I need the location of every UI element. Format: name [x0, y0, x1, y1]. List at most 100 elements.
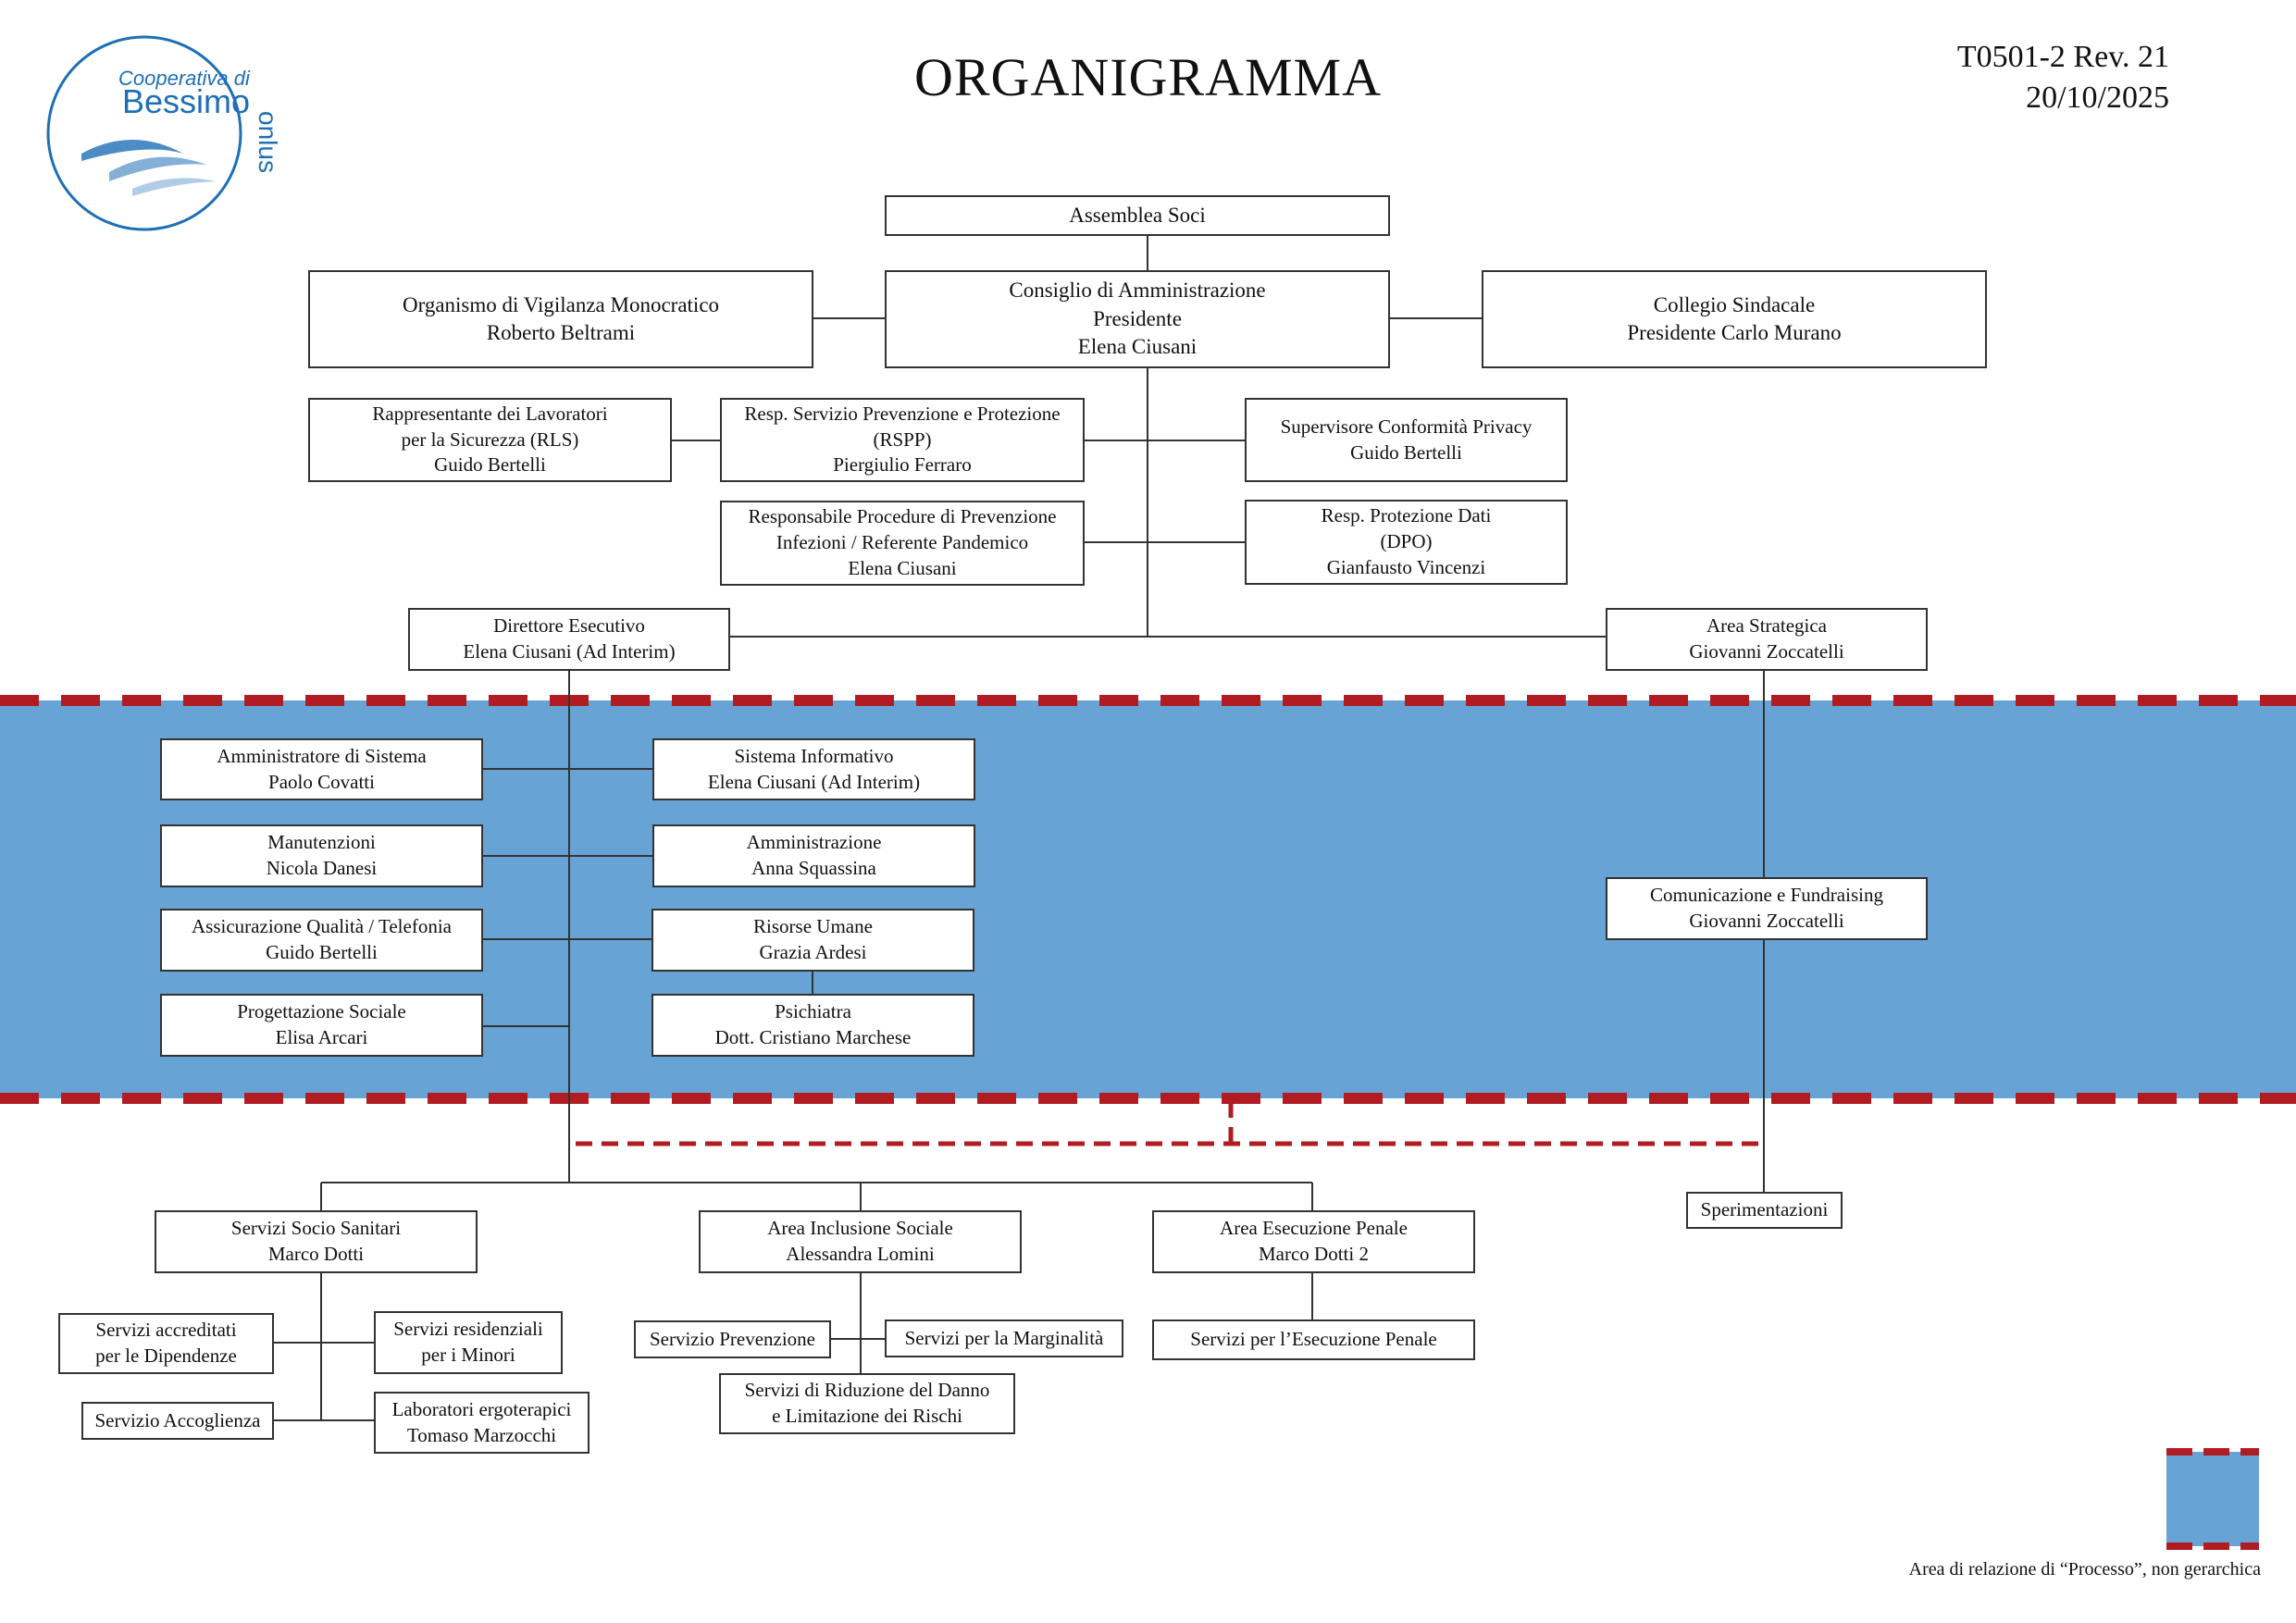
node-text-line: Grazia Ardesi: [759, 941, 867, 963]
node-text-line: Responsabile Procedure di Prevenzione: [748, 505, 1057, 528]
node-text-line: Resp. Servizio Prevenzione e Protezione: [744, 402, 1061, 425]
node-text-line: per le Dipendenze: [95, 1344, 237, 1367]
node-text-line: Giovanni Zoccatelli: [1689, 640, 1844, 663]
node-text-line: Servizi di Riduzione del Danno: [744, 1379, 990, 1402]
node-text-line: Dott. Cristiano Marchese: [714, 1026, 912, 1048]
node-servizi-esecuzione-penale: Servizi per l’Esecuzione Penale: [1152, 1319, 1475, 1360]
node-text-line: per i Minori: [421, 1344, 515, 1366]
node-text-line: e Limitazione dei Rischi: [772, 1405, 962, 1427]
node-text-line: Psichiatra: [775, 1000, 851, 1023]
node-text-line: Laboratori ergoterapici: [391, 1397, 572, 1420]
node-text-line: Alessandra Lomini: [786, 1243, 935, 1265]
node-text-line: Guido Bertelli: [434, 453, 546, 477]
node-text-line: Assemblea Soci: [1069, 203, 1206, 227]
node-text-line: Presidente Carlo Murano: [1627, 321, 1842, 344]
node-text-line: Elena Ciusani (Ad Interim): [463, 640, 676, 663]
node-rspp: Resp. Servizio Prevenzione e Protezione(…: [720, 398, 1085, 482]
node-text-line: Servizio Prevenzione: [649, 1327, 816, 1350]
node-text-line: Assicurazione Qualità / Telefonia: [192, 915, 452, 938]
page-title: ORGANIGRAMMA: [913, 47, 1383, 107]
logo-text-line3: onlus: [254, 111, 282, 173]
node-text-line: Supervisore Conformità Privacy: [1280, 415, 1533, 438]
node-sperimentazioni: Sperimentazioni: [1686, 1192, 1843, 1229]
node-text-line: Servizi per la Marginalità: [904, 1326, 1104, 1349]
node-text-line: Gianfausto Vincenzi: [1326, 555, 1486, 578]
node-text-line: Direttore Esecutivo: [493, 614, 645, 638]
node-text-line: Amministratore di Sistema: [217, 744, 427, 767]
node-text-line: Rappresentante dei Lavoratori: [372, 402, 608, 425]
node-text-line: Piergiulio Ferraro: [833, 453, 972, 477]
node-text-line: Elena Ciusani: [848, 556, 957, 579]
node-text-line: Sperimentazioni: [1700, 1198, 1829, 1221]
node-servizi-marginalita: Servizi per la Marginalità: [885, 1319, 1123, 1357]
node-text-line: Roberto Beltrami: [486, 321, 636, 344]
node-dpo: Resp. Protezione Dati (DPO)Gianfausto Vin…: [1245, 500, 1568, 585]
node-text-line: Resp. Protezione Dati: [1321, 504, 1492, 527]
cooperativa-logo: Cooperativa di Bessimo onlus: [46, 35, 282, 231]
legend-label: Area di relazione di “Processo”, non ger…: [1908, 1559, 2261, 1580]
legend-swatch: [2166, 1452, 2259, 1546]
node-text-line: Manutenzioni: [267, 831, 376, 854]
node-text-line: Anna Squassina: [751, 857, 876, 879]
node-servizio-accoglienza: Servizio Accoglienza: [81, 1402, 274, 1440]
node-text-line: Giovanni Zoccatelli: [1689, 910, 1844, 932]
node-text-line: Sistema Informativo: [734, 744, 894, 767]
node-text-line: Presidente: [1093, 306, 1182, 330]
node-text-line: Area Inclusione Sociale: [767, 1217, 953, 1240]
document-date: 20/10/2025: [2026, 81, 2169, 116]
node-text-line: Paolo Covatti: [268, 770, 375, 793]
node-servizio-prevenzione: Servizio Prevenzione: [634, 1320, 831, 1358]
node-text-line: Progettazione Sociale: [237, 1000, 406, 1023]
node-servizi-riduzione-danno: Servizi di Riduzione del Danno e Limitazi…: [719, 1373, 1015, 1434]
document-code: T0501-2 Rev. 21: [1956, 40, 2169, 74]
node-text-line: Marco Dotti: [267, 1243, 365, 1265]
node-text-line: Servizi Socio Sanitari: [230, 1217, 402, 1240]
node-text-line: Servizi residenziali: [393, 1318, 543, 1341]
node-text-line: Area Esecuzione Penale: [1220, 1217, 1408, 1240]
node-text-line: Consiglio di Amministrazione: [1009, 279, 1266, 303]
node-text-line: Nicola Danesi: [266, 857, 378, 879]
node-assemblea-soci: Assemblea Soci: [885, 195, 1390, 236]
node-text-line: Collegio Sindacale: [1653, 292, 1816, 316]
node-text-line: Servizi accreditati: [95, 1319, 237, 1342]
node-text-line: Tomaso Marzocchi: [406, 1423, 557, 1446]
node-text-line: per la Sicurezza (RLS): [401, 427, 579, 451]
node-text-line: Guido Bertelli: [1350, 440, 1462, 464]
node-text-line: Guido Bertelli: [266, 941, 378, 963]
node-text-line: Risorse Umane: [753, 915, 873, 938]
node-text-line: Organismo di Vigilanza Monocratico: [402, 292, 720, 316]
node-servizi-residenziali: Servizi residenziali per i Minori: [374, 1311, 563, 1374]
node-text-line: Elena Ciusani: [1077, 335, 1198, 359]
node-text-line: (RSPP): [873, 427, 932, 451]
node-text-line: (DPO): [1380, 530, 1433, 553]
node-text-line: Comunicazione e Fundraising: [1650, 884, 1883, 907]
logo-text-line1: Cooperativa di: [118, 67, 251, 90]
node-text-line: Servizi per l’Esecuzione Penale: [1190, 1328, 1437, 1351]
node-text-line: Infezioni / Referente Pandemico: [776, 531, 1029, 554]
node-text-line: Marco Dotti 2: [1259, 1243, 1369, 1265]
node-text-line: Servizio Accoglienza: [94, 1408, 261, 1431]
node-text-line: Amministrazione: [746, 831, 882, 854]
